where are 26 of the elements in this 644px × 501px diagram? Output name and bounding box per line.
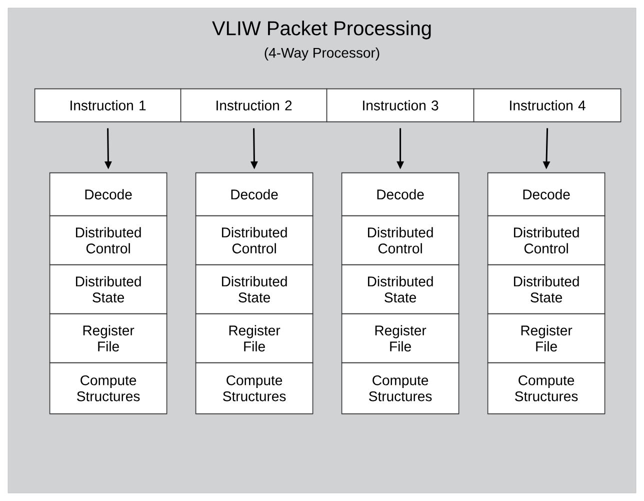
instruction-box: Instruction 3 — [326, 88, 474, 122]
instruction-box: Instruction 4 — [473, 88, 622, 122]
stage-box: Distributed Control — [195, 215, 314, 266]
stage-box: Decode — [49, 172, 168, 216]
stage-box: Distributed Control — [487, 215, 606, 266]
stage-box: Distributed State — [487, 264, 606, 314]
subtitle: (4-Way Processor) — [264, 47, 380, 61]
stage-box: Compute Structures — [49, 362, 168, 414]
stage-box: Register File — [195, 313, 314, 364]
stage-box: Decode — [341, 172, 460, 216]
stage-box: Decode — [487, 172, 606, 216]
stage-box: Register File — [341, 313, 460, 364]
stage-box: Distributed State — [49, 264, 168, 314]
stage-box: Distributed Control — [341, 215, 460, 266]
stage-box: Distributed Control — [49, 215, 168, 266]
stage-box: Decode — [195, 172, 314, 216]
stage-box: Compute Structures — [195, 362, 314, 414]
instruction-box: Instruction 1 — [34, 88, 182, 122]
stage-box: Distributed State — [341, 264, 460, 314]
instruction-box: Instruction 2 — [180, 88, 328, 122]
stage-box: Compute Structures — [487, 362, 606, 414]
stage-box: Compute Structures — [341, 362, 460, 414]
stage-box: Register File — [49, 313, 168, 364]
stage-box: Distributed State — [195, 264, 314, 314]
stage-box: Register File — [487, 313, 606, 364]
title: VLIW Packet Processing — [212, 20, 431, 40]
